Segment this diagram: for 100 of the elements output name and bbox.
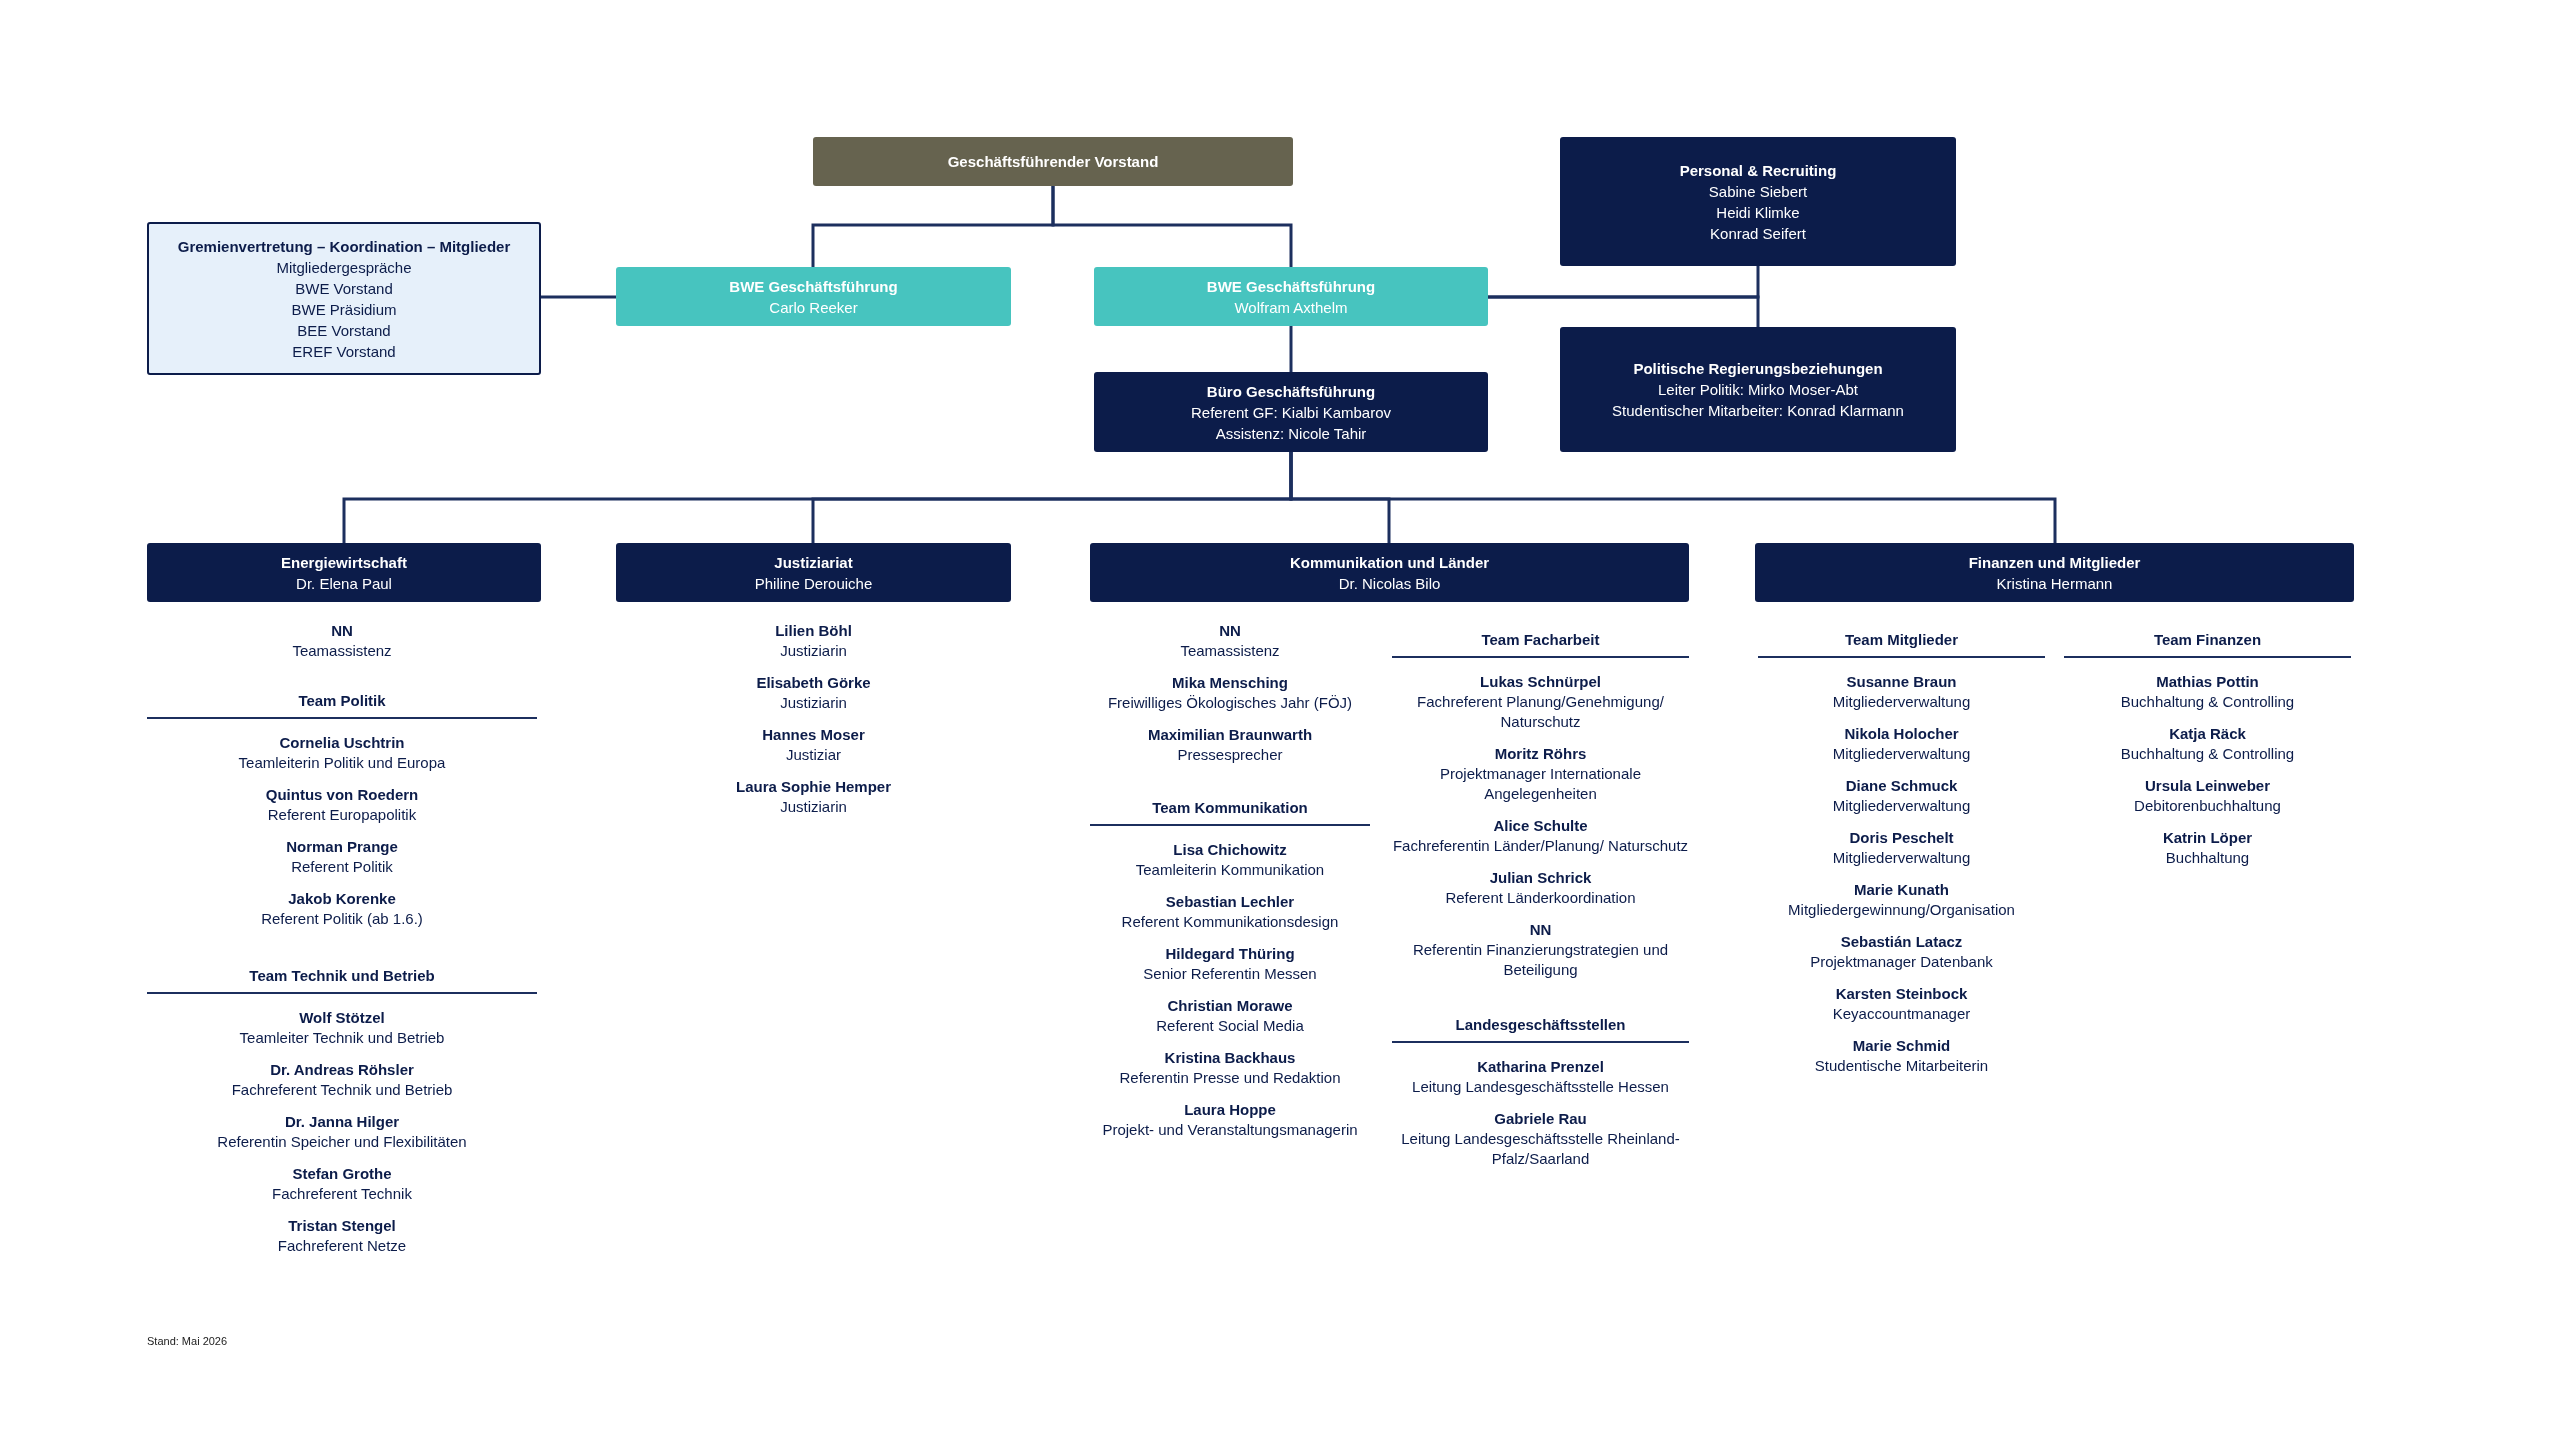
person-name: Sebastián Latacz [1840, 932, 1963, 952]
person-role: Teamleiterin Politik und Europa [238, 753, 446, 773]
team-heading: Team Technik und Betrieb [147, 966, 537, 994]
person-role: Keyaccountmanager [1832, 1004, 1971, 1024]
date-note: Stand: Mai 2026 [147, 1334, 228, 1349]
person-role: Leitung Landesgeschäftsstelle Rheinland-Pfalz/Saarland [1400, 1129, 1681, 1169]
person-name: Hildegard Thüring [1165, 944, 1295, 964]
person-role: Referent Politik [291, 857, 393, 877]
person-role: Justiziarin [780, 641, 847, 661]
unit-title: Personal & Recruiting [1679, 160, 1837, 181]
unit-title: Geschäftsführender Vorstand [947, 152, 1159, 172]
team-heading: Team Mitglieder [1758, 630, 2045, 658]
person-name: Kristina Backhaus [1164, 1048, 1296, 1068]
person-role: Mitgliederverwaltung [1832, 744, 1971, 764]
unit-title: BWE Geschäftsführung [729, 276, 898, 297]
person-role: Referent Europapolitik [267, 805, 417, 825]
person-name: Katja Räck [2169, 724, 2246, 744]
org-unit-box [1094, 372, 1488, 452]
org-unit-box [147, 222, 541, 375]
unit-title: Justiziariat [774, 552, 853, 573]
org-unit-box [813, 137, 1293, 186]
person-role: Senior Referentin Messen [1143, 964, 1317, 984]
unit-member: BWE Vorstand [295, 278, 393, 299]
person-name: Quintus von Roedern [265, 785, 419, 805]
person-role: Buchhaltung & Controlling [2120, 692, 2295, 712]
person-name: Julian Schrick [1489, 868, 1592, 888]
unit-member: Konrad Seifert [1710, 223, 1806, 244]
org-unit-box [1755, 543, 2354, 602]
person-name: Jakob Korenke [288, 889, 396, 909]
team-heading: Team Kommunikation [1090, 798, 1370, 826]
org-unit-box [1560, 327, 1956, 452]
person-name: Katharina Prenzel [1477, 1057, 1604, 1077]
org-unit-box [616, 543, 1011, 602]
unit-title: Energiewirtschaft [281, 552, 407, 573]
unit-member: Leiter Politik: Mirko Moser-Abt [1657, 380, 1859, 400]
person-role: Buchhaltung [2165, 848, 2250, 868]
unit-member: Heidi Klimke [1716, 202, 1800, 223]
connector-line [541, 295, 616, 299]
person-name: Dr. Andreas Röhsler [270, 1060, 414, 1080]
person-name: Lisa Chichowitz [1173, 840, 1287, 860]
person-role: Debitorenbuchhaltung [2134, 796, 2281, 816]
unit-member: Sabine Siebert [1708, 181, 1808, 202]
connector-line [1051, 186, 1293, 267]
person-role: Referentin Speicher und Flexibilitäten [217, 1132, 467, 1152]
connector-line [1289, 326, 1293, 372]
unit-member: Referent GF: Kialbi Kambarov [1190, 402, 1392, 423]
team-heading: Team Politik [147, 691, 537, 719]
person-name: NN [1219, 621, 1241, 641]
person-name: Elisabeth Görke [756, 673, 871, 693]
person-name: Sebastian Lechler [1165, 892, 1295, 912]
unit-member: Kristina Hermann [1996, 573, 2113, 594]
person-role: Fachreferent Netze [277, 1236, 407, 1256]
person-name: Lilien Böhl [775, 621, 852, 641]
org-unit-box [1560, 137, 1956, 266]
unit-title: Büro Geschäftsführung [1206, 381, 1376, 402]
person-role: Teamleiter Technik und Betrieb [239, 1028, 445, 1048]
unit-title: Kommunikation und Länder [1289, 552, 1490, 573]
unit-title: Finanzen und Mitglieder [1968, 552, 2141, 573]
person-role: Justiziarin [780, 797, 847, 817]
person-name: Doris Peschelt [1849, 828, 1954, 848]
person-name: Tristan Stengel [288, 1216, 396, 1236]
person-role: Mitgliedergewinnung/Organisation [1788, 900, 2015, 920]
person-name: Laura Sophie Hemper [735, 777, 891, 797]
person-name: NN [1529, 920, 1552, 940]
connector-line [1289, 452, 2057, 543]
person-name: Wolf Stötzel [299, 1008, 385, 1028]
person-role: Mitgliederverwaltung [1832, 796, 1971, 816]
person-role: Teamleiterin Kommunikation [1135, 860, 1325, 880]
person-name: Nikola Holocher [1844, 724, 1959, 744]
person-role: Referentin Presse und Redaktion [1119, 1068, 1341, 1088]
connector-line [1488, 295, 1760, 327]
person-name: Moritz Röhrs [1494, 744, 1587, 764]
unit-member: Dr. Elena Paul [296, 573, 392, 594]
person-name: Susanne Braun [1846, 672, 1957, 692]
person-name: Lukas Schnürpel [1480, 672, 1601, 692]
person-name: Laura Hoppe [1184, 1100, 1276, 1120]
team-heading: Landesgeschäftsstellen [1392, 1015, 1689, 1043]
person-role: Referentin Finanzierungstrategien und Beteiligung [1411, 940, 1670, 980]
person-role: Projekt- und Veranstaltungsmanagerin [1102, 1120, 1358, 1140]
person-role: Referent Social Media [1156, 1016, 1304, 1036]
unit-title: Politische Regierungsbeziehungen [1633, 359, 1883, 379]
unit-member: BWE Präsidium [291, 299, 397, 320]
person-name: NN [331, 621, 353, 641]
person-role: Leitung Landesgeschäftsstelle Hessen [1412, 1077, 1669, 1097]
person-name: Karsten Steinbock [1835, 984, 1968, 1004]
person-name: Ursula Leinweber [2144, 776, 2270, 796]
org-unit-box [1094, 267, 1488, 326]
org-unit-box [147, 543, 541, 602]
person-role: Pressesprecher [1177, 745, 1283, 765]
person-name: Katrin Löper [2162, 828, 2253, 848]
person-name: Cornelia Uschtrin [279, 733, 405, 753]
person-role: Studentische Mitarbeiterin [1814, 1056, 1989, 1076]
person-role: Referent Kommunikationsdesign [1121, 912, 1339, 932]
team-heading: Team Finanzen [2064, 630, 2351, 658]
person-name: Hannes Moser [762, 725, 865, 745]
person-role: Mitgliederverwaltung [1832, 692, 1971, 712]
org-unit-box [616, 267, 1011, 326]
person-role: Fachreferentin Länder/Planung/ Naturschutz [1392, 836, 1689, 856]
person-role: Teamassistenz [1180, 641, 1280, 661]
person-role: Freiwilliges Ökologisches Jahr (FÖJ) [1107, 693, 1353, 713]
